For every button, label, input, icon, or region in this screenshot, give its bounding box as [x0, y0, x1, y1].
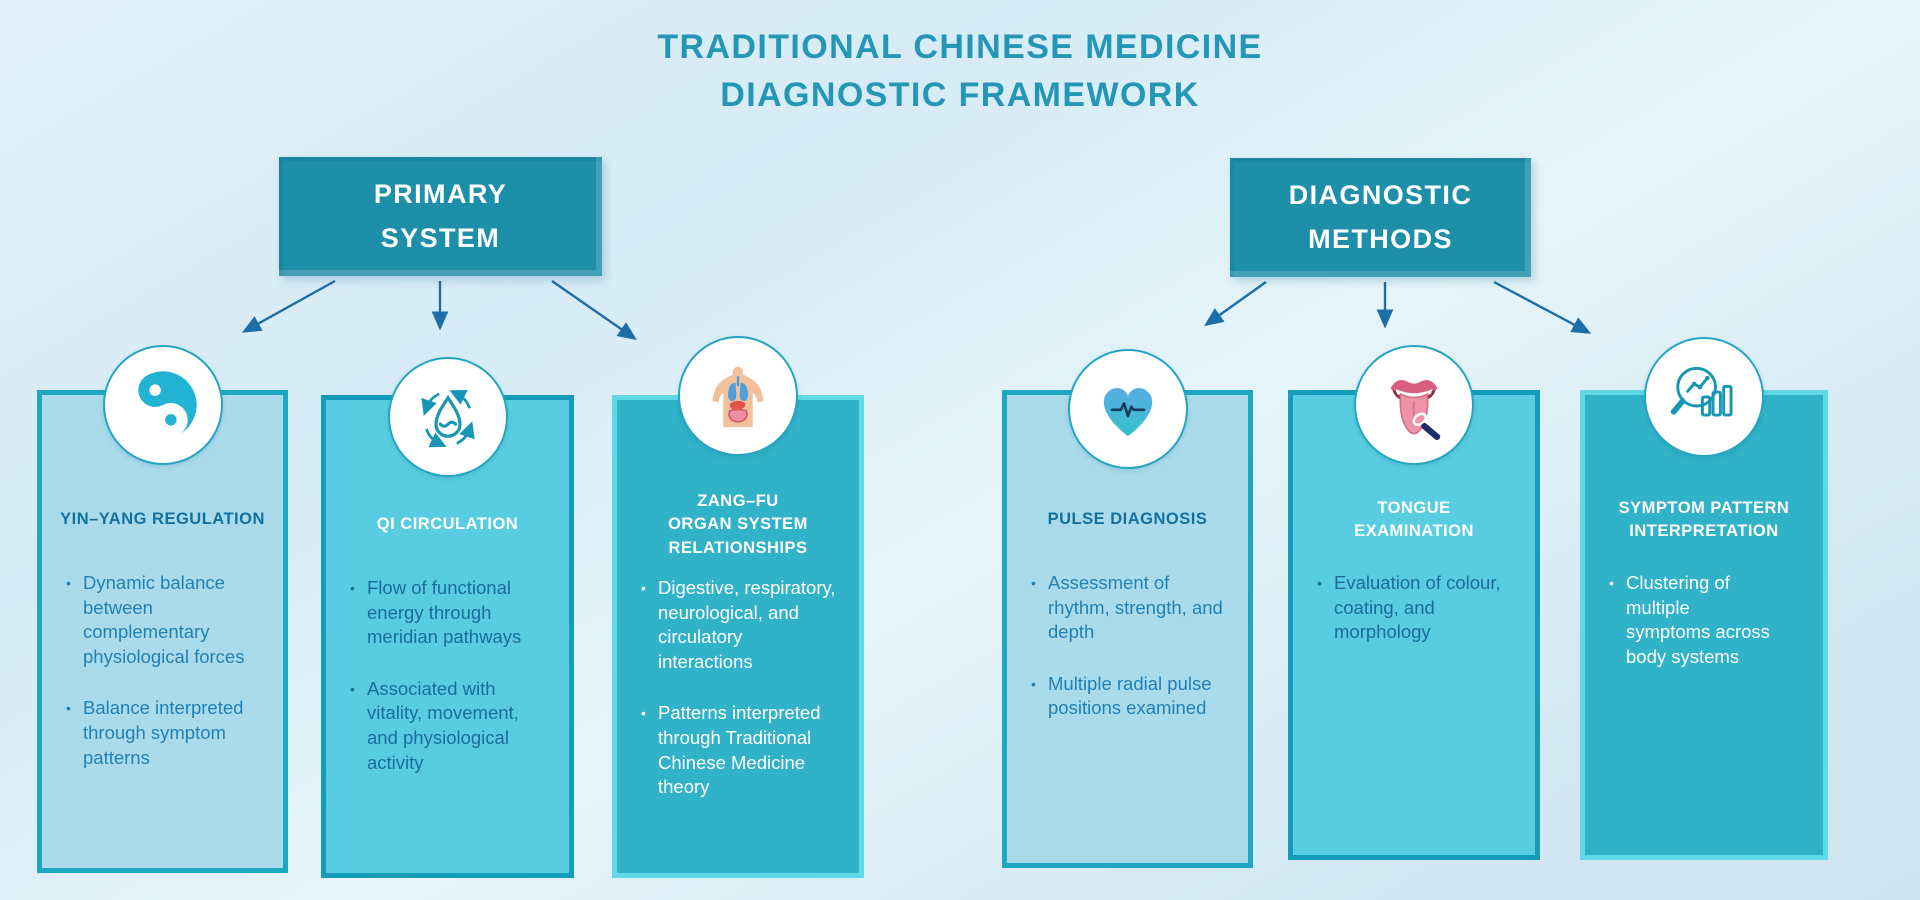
card-title: TONGUE EXAMINATION: [1354, 498, 1474, 540]
arrow-primary-to-yinyang: [241, 279, 336, 333]
tongue-examination-icon: [1354, 345, 1474, 465]
bullet-item: •Patterns interpreted through Traditiona…: [641, 701, 845, 799]
bullet-dot: •: [350, 580, 355, 596]
header-label-line: SYSTEM: [380, 222, 501, 253]
card-title: PULSE DIAGNOSIS: [1047, 510, 1208, 529]
page-title-line2: DIAGNOSTIC FRAMEWORK: [720, 75, 1200, 114]
page-title: TRADITIONAL CHINESE MEDICINE DIAGNOSTIC …: [0, 24, 1920, 119]
bullet-dot: •: [66, 700, 71, 717]
bullet-item: •Dynamic balance between complementary p…: [66, 571, 269, 669]
bullet-dot: •: [641, 705, 646, 722]
card-pulse-diagnosis: PULSE DIAGNOSIS •Assessment of rhythm, s…: [1002, 349, 1253, 868]
card-bullets: •Evaluation of colour, coating, and morp…: [1293, 571, 1535, 645]
qi-circulation-icon: [387, 357, 508, 477]
card-qi-circulation: QI CIRCULATION •Flow of functional energ…: [321, 357, 574, 878]
bullet-dot: •: [66, 575, 71, 591]
card-bullets: •Clustering of multiple symptoms across …: [1585, 571, 1823, 669]
header-label-line: METHODS: [1308, 223, 1453, 254]
arrow-diagnostic-to-symptom: [1493, 280, 1592, 334]
zang-fu-organs-icon: [678, 336, 798, 456]
card-title: QI CIRCULATION: [376, 515, 519, 534]
bullet-dot: •: [1609, 575, 1614, 591]
bullet-dot: •: [1317, 575, 1322, 591]
card-bullets: •Digestive, respiratory, neurological, a…: [617, 576, 859, 800]
card-title: YIN–YANG REGULATION: [60, 510, 265, 529]
bullet-dot: •: [1031, 575, 1036, 591]
yin-yang-icon: [102, 345, 223, 465]
card-title: ZANG–FU ORGAN SYSTEM RELATIONSHIPS: [668, 492, 808, 557]
magnifier-chart-icon: [1644, 337, 1764, 457]
page-title-line1: TRADITIONAL CHINESE MEDICINE: [657, 28, 1263, 66]
primary-system-header: PRIMARY SYSTEM: [279, 157, 602, 276]
bullet-item: •Balance interpreted through symptom pat…: [66, 696, 269, 770]
card-tongue-examination: TONGUE EXAMINATION •Evaluation of colour…: [1288, 345, 1540, 860]
bullet-item: •Clustering of multiple symptoms across …: [1609, 571, 1809, 669]
diagnostic-methods-header: DIAGNOSTIC METHODS: [1230, 158, 1531, 277]
header-label-line: DIAGNOSTIC: [1288, 180, 1473, 211]
arrow-diagnostic-to-pulse: [1204, 281, 1267, 327]
bullet-item: •Digestive, respiratory, neurological, a…: [641, 576, 845, 674]
bullet-dot: •: [1031, 675, 1036, 692]
header-label-line: PRIMARY: [373, 179, 508, 210]
card-yin-yang-regulation: YIN–YANG REGULATION •Dynamic balance bet…: [37, 345, 288, 873]
bullet-dot: •: [350, 680, 355, 697]
card-zang-fu-organ-system: ZANG–FU ORGAN SYSTEM RELATIONSHIPS •Dige…: [612, 336, 864, 878]
bullet-item: •Evaluation of colour, coating, and morp…: [1317, 571, 1521, 645]
bullet-item: •Multiple radial pulse positions examine…: [1031, 672, 1234, 721]
card-title: SYMPTOM PATTERN INTERPRETATION: [1618, 498, 1790, 540]
arrow-primary-to-zangfu: [551, 280, 637, 341]
bullet-dot: •: [641, 580, 646, 596]
heart-pulse-icon: [1067, 349, 1188, 469]
bullet-item: •Flow of functional energy through merid…: [350, 576, 555, 650]
card-bullets: •Assessment of rhythm, strength, and dep…: [1007, 571, 1248, 721]
card-symptom-pattern-interpretation: SYMPTOM PATTERN INTERPRETATION •Clusteri…: [1580, 337, 1828, 860]
bullet-item: •Assessment of rhythm, strength, and dep…: [1031, 571, 1234, 645]
card-bullets: •Dynamic balance between complementary p…: [42, 571, 283, 770]
bullet-item: •Associated with vitality, movement, and…: [350, 677, 555, 775]
card-bullets: •Flow of functional energy through merid…: [326, 576, 569, 775]
